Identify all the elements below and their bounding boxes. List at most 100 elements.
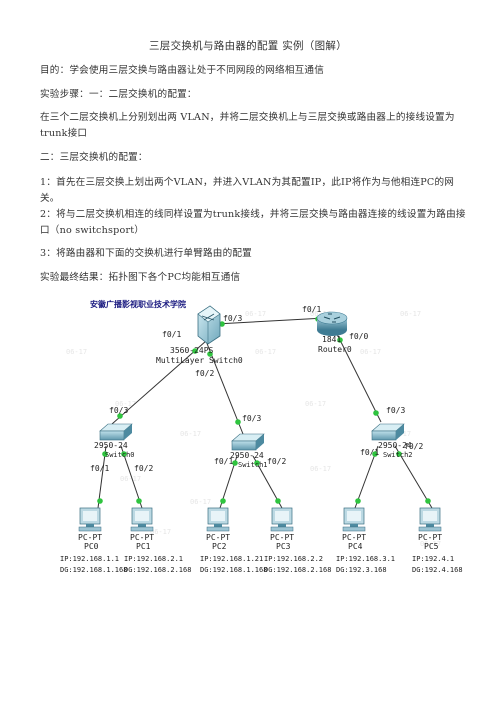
pc-group: PC-PTPC0IP:192.168.1.1DG:192.168.1.168PC… xyxy=(60,507,463,574)
paragraph-l3-step2: 2：将与二层交换机相连的线同样设置为trunk接线，并将三层交换与路由器连接的线… xyxy=(40,209,466,236)
port-label: f0/2 xyxy=(134,464,153,473)
pc-gateway-label: DG:192.168.2.168 xyxy=(264,566,331,574)
link-dot xyxy=(102,451,108,457)
multilayer-switch-icon xyxy=(197,305,221,345)
switch-icon xyxy=(99,423,133,441)
link-dot xyxy=(232,460,238,466)
link-dot xyxy=(275,498,281,504)
pc-icon xyxy=(270,507,294,532)
watermark: 06-17 xyxy=(360,348,381,356)
link-dot xyxy=(121,451,127,457)
switch-icon xyxy=(231,433,265,451)
pc-ip-label: IP:192.168.2.1 xyxy=(124,555,183,563)
pc-ip-label: IP:192.168.1.21 xyxy=(200,555,263,563)
watermark: 06-17 xyxy=(190,498,211,506)
link-ml-switch0 xyxy=(111,340,207,425)
link-dot xyxy=(220,498,226,504)
pc-icon xyxy=(206,507,230,532)
pc-name-label: PC1 xyxy=(136,542,151,551)
link-dot xyxy=(254,460,260,466)
watermark: 06-17 xyxy=(150,528,171,536)
port-label: f0/1 xyxy=(162,330,181,339)
pc-name-label: PC5 xyxy=(424,542,439,551)
switch1-model-label: 2950-24 xyxy=(230,451,264,460)
port-label: f0/3 xyxy=(386,406,405,415)
link-switch2-pc5 xyxy=(394,445,433,509)
link-dot xyxy=(219,321,225,327)
paragraph-l3-heading: 二：三层交换机的配置： xyxy=(40,152,148,163)
router-name-label: Router0 xyxy=(318,345,352,354)
pc-name-label: PC2 xyxy=(212,542,227,551)
pc-gateway-label: DG:192.168.2.168 xyxy=(124,566,191,574)
switch-icon xyxy=(371,423,405,441)
pc-icon xyxy=(342,507,366,532)
watermark: 06-17 xyxy=(400,310,421,318)
pc-ip-label: IP:192.168.3.1 xyxy=(336,555,395,563)
link-ml-router xyxy=(215,317,326,325)
link-dot xyxy=(355,498,361,504)
pc-ip-label: IP:192.168.2.2 xyxy=(264,555,323,563)
pc-name-label: PC4 xyxy=(348,542,363,551)
paragraph-l3-step1: 1：首先在三层交换上划出两个VLAN，并进入VLAN为其配置IP，此IP将作为与… xyxy=(40,177,455,204)
multilayer-model-label: 3560-24PS xyxy=(170,346,214,355)
pc-type-label: PC-PT xyxy=(342,533,366,542)
link-dot xyxy=(207,351,213,357)
link-ml-switch1 xyxy=(205,340,244,435)
watermark: 06-17 xyxy=(310,465,331,473)
link-dot xyxy=(396,451,402,457)
pc-icon xyxy=(78,507,102,532)
pc-name-label: PC0 xyxy=(84,542,99,551)
link-dot xyxy=(117,413,123,419)
port-label: f0/2 xyxy=(195,369,214,378)
port-label: f0/1 xyxy=(214,457,233,466)
pc-type-label: PC-PT xyxy=(78,533,102,542)
paragraph-steps-heading: 实验步骤：一：二层交换机的配置： xyxy=(40,89,197,100)
port-label: f0/2 xyxy=(267,457,286,466)
port-label: f0/1 xyxy=(90,464,109,473)
pc-gateway-label: DG:192.168.1.168 xyxy=(60,566,127,574)
link-dot xyxy=(97,498,103,504)
pc-gateway-label: DG:192.168.1.168 xyxy=(200,566,267,574)
pc-ip-label: IP:192.4.1 xyxy=(412,555,454,563)
router-icon xyxy=(316,311,348,336)
link-dot xyxy=(373,410,379,416)
link-router-switch2 xyxy=(336,333,382,423)
pc-icon xyxy=(130,507,154,532)
links xyxy=(97,317,433,509)
document-title: 三层交换机与路由器的配置 实例（图解） xyxy=(148,40,348,52)
paragraph-result: 实验最终结果：拓扑图下各个PC均能相互通信 xyxy=(40,272,241,283)
port-label: f0/3 xyxy=(223,314,242,323)
watermark: 06-17 xyxy=(120,475,141,483)
paragraph-purpose: 目的：学会使用三层交换与路由器让处于不同网段的网络相互通信 xyxy=(40,65,325,76)
link-dot xyxy=(136,498,142,504)
pc-gateway-label: DG:192.4.168 xyxy=(412,566,463,574)
pc-type-label: PC-PT xyxy=(418,533,442,542)
multilayer-name-label: MultiLayer Switch0 xyxy=(156,356,243,365)
paragraph-l2-config: 在三个二层交换机上分别划出两 VLAN，并将二层交换机上与三层交换或路由器上的接… xyxy=(40,112,455,139)
pc-type-label: PC-PT xyxy=(206,533,230,542)
network-topology-diagram: 06-17 06-17 06-17 06-17 06-17 06-17 06-1… xyxy=(60,299,463,574)
router-model-label: 1841 xyxy=(322,335,341,344)
watermark: 06-17 xyxy=(255,348,276,356)
watermark: 06-17 xyxy=(66,348,87,356)
link-dot xyxy=(372,451,378,457)
pc-type-label: PC-PT xyxy=(270,533,294,542)
port-label: f0/1 xyxy=(360,448,379,457)
port-label: f0/1 xyxy=(302,305,321,314)
watermark: 06-17 xyxy=(420,540,441,548)
pc-icon xyxy=(418,507,442,532)
switch0-name-label: Switch0 xyxy=(105,451,135,459)
link-dot xyxy=(235,419,241,425)
switch1-name-label: Switch1 xyxy=(238,461,268,469)
watermark: 06-17 xyxy=(305,400,326,408)
link-dot xyxy=(192,348,198,354)
port-label: f0/2 xyxy=(404,442,423,451)
port-label: f0/0 xyxy=(349,332,368,341)
pc-type-label: PC-PT xyxy=(130,533,154,542)
switch2-name-label: Switch2 xyxy=(383,451,413,459)
port-label: f0/3 xyxy=(109,406,128,415)
pc-gateway-label: DG:192.3.168 xyxy=(336,566,387,574)
pc-name-label: PC3 xyxy=(276,542,291,551)
watermark: 06-17 xyxy=(115,400,136,408)
link-dot xyxy=(337,337,343,343)
